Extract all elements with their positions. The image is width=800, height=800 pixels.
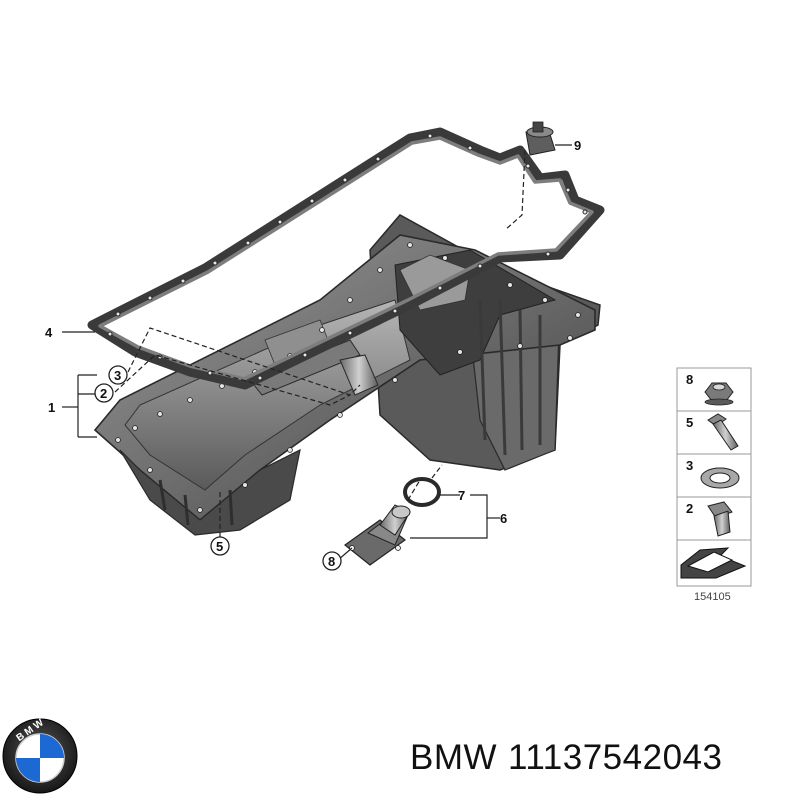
oil-pan [93, 214, 601, 536]
part-caption: BMW 11137542043 [410, 738, 733, 778]
svg-text:4: 4 [45, 325, 53, 340]
brand-name: BMW [410, 738, 498, 777]
legend-item-8: 8 [686, 372, 693, 387]
part-number: 11137542043 [508, 738, 723, 777]
svg-text:9: 9 [574, 138, 581, 153]
drain-plug-icon [707, 501, 733, 537]
callout-9: 9 [574, 138, 581, 153]
o-ring [403, 477, 441, 507]
bolt-icon [707, 413, 739, 451]
svg-text:1: 1 [48, 400, 55, 415]
svg-text:6: 6 [500, 511, 507, 526]
oil-pan-gasket [87, 127, 605, 390]
legend-item-3: 3 [686, 458, 693, 473]
legend-item-5: 5 [686, 415, 693, 430]
callout-4: 4 [45, 325, 53, 340]
legend-item-2: 2 [686, 501, 693, 516]
hardware-legend: 8 5 3 2 154105 [676, 367, 752, 603]
washer-icon [700, 467, 740, 489]
svg-text:8: 8 [328, 554, 335, 569]
callout-5: 5 [210, 536, 230, 556]
callout-2: 2 [94, 383, 114, 403]
callout-3: 3 [108, 365, 128, 385]
callout-1: 1 [48, 400, 55, 415]
diagram-reference-number: 154105 [694, 591, 731, 603]
oil-return-pipe [344, 504, 411, 566]
callout-6: 6 [500, 511, 507, 526]
svg-text:2: 2 [100, 386, 107, 401]
assembly-arrow-icon [680, 547, 747, 579]
hex-nut-icon [704, 382, 734, 406]
svg-text:7: 7 [458, 488, 465, 503]
bmw-logo: B M W [2, 717, 78, 794]
svg-text:3: 3 [114, 368, 121, 383]
callout-8: 8 [322, 551, 342, 571]
svg-text:5: 5 [216, 539, 223, 554]
callout-7: 7 [458, 488, 465, 503]
oil-level-sensor [525, 121, 556, 156]
